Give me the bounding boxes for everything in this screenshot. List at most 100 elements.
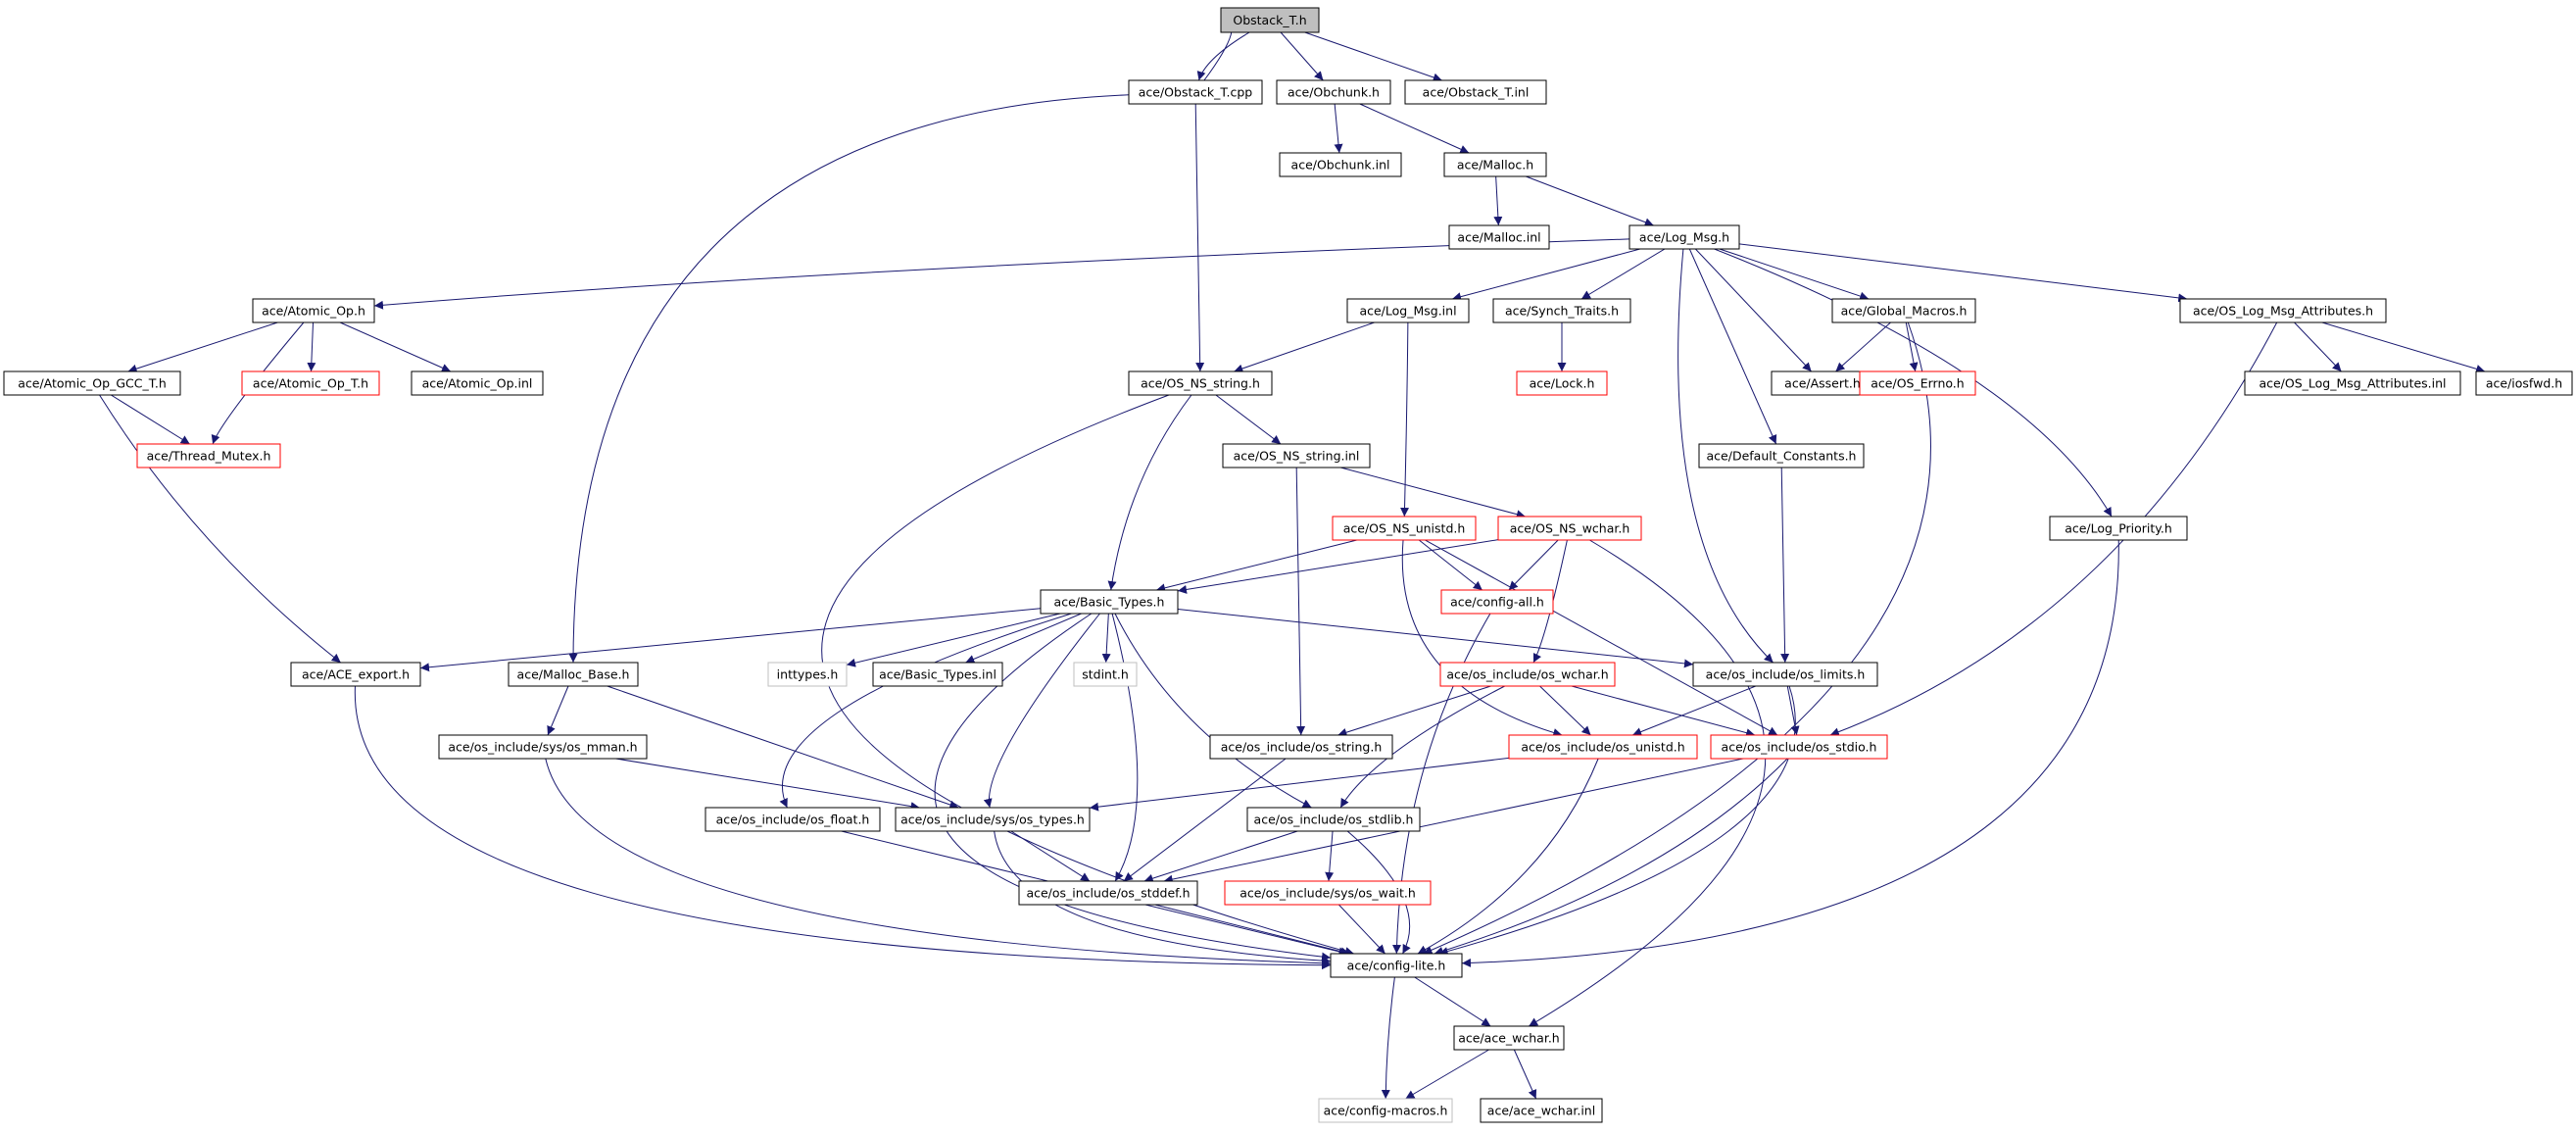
edge-n28-n30	[419, 608, 1042, 672]
edge-n11-n46	[1423, 321, 1931, 955]
node-box	[3, 370, 181, 396]
edge-n11-n19	[1905, 321, 1919, 372]
edge-n46-n48	[1381, 976, 1395, 1100]
node-n25[interactable]: ace/OS_NS_unistd.h	[1332, 516, 1477, 541]
edge-n45-n46	[1337, 904, 1386, 955]
node-label: ace/ace_wchar.h	[1458, 1031, 1559, 1046]
node-n46[interactable]: ace/config-lite.h	[1330, 953, 1463, 978]
node-n10[interactable]: ace/Synch_Traits.h	[1492, 298, 1631, 323]
edge-n25-n28	[1156, 539, 1357, 593]
node-label: ace/Atomic_Op.h	[262, 304, 365, 319]
node-n44[interactable]: ace/os_include/os_stddef.h	[1018, 880, 1198, 906]
node-n24[interactable]: ace/Default_Constants.h	[1698, 443, 1865, 468]
node-box	[411, 370, 544, 396]
node-n28[interactable]: ace/Basic_Types.h	[1040, 589, 1179, 615]
node-n26[interactable]: ace/OS_NS_wchar.h	[1497, 516, 1642, 541]
node-n21[interactable]: ace/iosfwd.h	[2475, 370, 2573, 396]
node-box	[290, 662, 421, 687]
node-n49[interactable]: ace/ace_wchar.inl	[1480, 1098, 1603, 1123]
node-box	[1276, 79, 1391, 105]
edge-n8-n22	[211, 321, 305, 445]
node-label: ace/Malloc.h	[1457, 158, 1533, 173]
node-label: ace/Obstack_T.inl	[1423, 85, 1530, 100]
edge-n43-n44	[1143, 830, 1298, 883]
node-n0[interactable]: Obstack_T.h	[1220, 7, 1320, 33]
node-box	[1332, 516, 1477, 541]
node-box	[1497, 516, 1642, 541]
node-n34[interactable]: stdint.h	[1073, 662, 1138, 687]
edge-n23-n26	[1340, 467, 1526, 519]
edges-layer	[99, 15, 2486, 1100]
node-n40[interactable]: ace/os_include/os_stdio.h	[1710, 734, 1888, 760]
node-n27[interactable]: ace/Log_Priority.h	[2049, 516, 2188, 541]
node-n12[interactable]: ace/OS_Log_Msg_Attributes.h	[2179, 298, 2387, 323]
node-n16[interactable]: ace/OS_NS_string.h	[1128, 370, 1273, 396]
node-n23[interactable]: ace/OS_NS_string.inl	[1222, 443, 1371, 468]
edge-n37-n42	[615, 758, 920, 812]
node-n33[interactable]: ace/Basic_Types.inl	[872, 662, 1003, 687]
edge-n47-n48	[1405, 1049, 1489, 1100]
node-n4[interactable]: ace/Obchunk.inl	[1279, 152, 1402, 177]
node-label: ace/os_include/sys/os_mman.h	[448, 740, 637, 755]
node-n19[interactable]: ace/OS_Errno.h	[1859, 370, 1976, 396]
node-n22[interactable]: ace/Thread_Mutex.h	[136, 443, 281, 468]
edge-n35-n38	[1337, 685, 1491, 737]
node-n39[interactable]: ace/os_include/os_unistd.h	[1508, 734, 1698, 760]
edge-n1-n16	[1194, 103, 1205, 372]
node-n45[interactable]: ace/os_include/sys/os_wait.h	[1224, 880, 1432, 906]
node-n1[interactable]: ace/Obstack_T.cpp	[1128, 79, 1263, 105]
node-n38[interactable]: ace/os_include/os_string.h	[1209, 734, 1393, 760]
node-n5[interactable]: ace/Malloc.h	[1443, 152, 1547, 177]
node-n18[interactable]: ace/Assert.h	[1771, 370, 1874, 396]
node-n48[interactable]: ace/config-macros.h	[1318, 1098, 1453, 1123]
nodes-layer: Obstack_T.h ace/Obstack_T.cpp ace/Obchunk.…	[3, 7, 2573, 1123]
node-box	[508, 662, 639, 687]
edge-n2-n4	[1334, 103, 1343, 154]
node-n20[interactable]: ace/OS_Log_Msg_Attributes.inl	[2244, 370, 2461, 396]
node-n9[interactable]: ace/Log_Msg.inl	[1346, 298, 1470, 323]
node-label: ace/Log_Priority.h	[2065, 521, 2172, 536]
node-box	[1516, 370, 1608, 396]
node-n31[interactable]: ace/Malloc_Base.h	[508, 662, 639, 687]
node-n35[interactable]: ace/os_include/os_wchar.h	[1439, 662, 1616, 687]
node-n3[interactable]: ace/Obstack_T.inl	[1404, 79, 1547, 105]
node-n47[interactable]: ace/ace_wchar.h	[1453, 1025, 1565, 1051]
node-label: ace/Malloc.inl	[1457, 230, 1540, 245]
node-label: ace/iosfwd.h	[2486, 376, 2562, 391]
node-n29[interactable]: ace/config-all.h	[1440, 589, 1554, 615]
node-n30[interactable]: ace/ACE_export.h	[290, 662, 421, 687]
node-n13[interactable]: ace/Atomic_Op_GCC_T.h	[3, 370, 181, 396]
node-box	[1220, 7, 1320, 33]
node-n6[interactable]: ace/Malloc.inl	[1448, 224, 1550, 250]
edge-n28-n36	[1177, 609, 1694, 668]
node-box	[1224, 880, 1432, 906]
node-n8[interactable]: ace/Atomic_Op.h	[252, 298, 375, 323]
node-n15[interactable]: ace/Atomic_Op.inl	[411, 370, 544, 396]
node-n2[interactable]: ace/Obchunk.h	[1276, 79, 1391, 105]
node-label: ace/os_include/os_string.h	[1221, 740, 1383, 755]
node-n17[interactable]: ace/Lock.h	[1516, 370, 1608, 396]
node-n7[interactable]: ace/Log_Msg.h	[1628, 224, 1740, 250]
node-label: ace/Atomic_Op_T.h	[253, 376, 368, 391]
node-box	[1859, 370, 1976, 396]
node-n11[interactable]: ace/Global_Macros.h	[1831, 298, 1976, 323]
node-box	[1073, 662, 1138, 687]
edge-n16-n23	[1215, 394, 1282, 445]
edge-n9-n16	[1234, 321, 1375, 373]
node-n37[interactable]: ace/os_include/sys/os_mman.h	[438, 734, 648, 760]
node-n43[interactable]: ace/os_include/os_stdlib.h	[1246, 807, 1421, 832]
node-n14[interactable]: ace/Atomic_Op_T.h	[241, 370, 380, 396]
node-n36[interactable]: ace/os_include/os_limits.h	[1692, 662, 1878, 687]
node-label: ace/os_include/os_stdio.h	[1722, 740, 1877, 755]
node-box	[1404, 79, 1547, 105]
node-n41[interactable]: ace/os_include/os_float.h	[705, 807, 881, 832]
node-n32[interactable]: inttypes.h	[767, 662, 848, 687]
node-box	[1508, 734, 1698, 760]
node-box	[1710, 734, 1888, 760]
node-box	[1439, 662, 1616, 687]
edge-n42-n46	[994, 830, 1332, 965]
node-box	[872, 662, 1003, 687]
node-n42[interactable]: ace/os_include/sys/os_types.h	[895, 807, 1091, 832]
node-box	[1318, 1098, 1453, 1123]
node-label: ace/OS_NS_string.h	[1141, 376, 1260, 391]
